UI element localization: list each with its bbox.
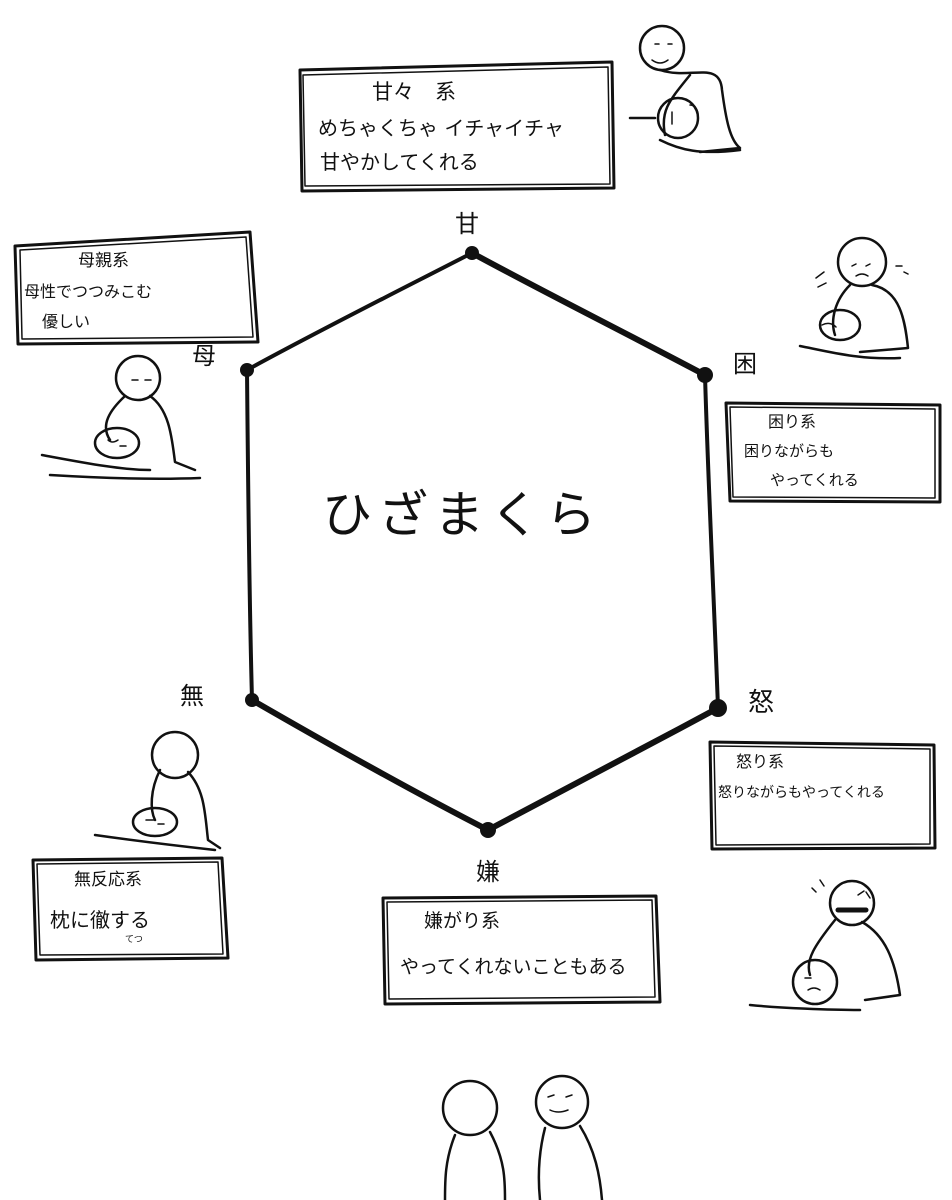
box-komari-line1: 困りながらも bbox=[744, 444, 834, 459]
figure-muhannou bbox=[95, 732, 220, 850]
box-komari-heading: 困り系 bbox=[768, 414, 816, 430]
figure-hahaoya bbox=[42, 356, 200, 479]
vertex-label-top: 甘 bbox=[455, 212, 479, 236]
figure-bottom-pair bbox=[443, 1076, 602, 1200]
figure-amaama bbox=[630, 26, 740, 152]
box-hahaoya-heading: 母親系 bbox=[78, 253, 129, 270]
box-hahaoya-line1: 母性でつつみこむ bbox=[24, 284, 152, 300]
figure-ikari bbox=[750, 880, 900, 1010]
box-amaama-heading: 甘々 系 bbox=[372, 82, 456, 103]
box-hahaoya-line2: 優しい bbox=[42, 314, 90, 330]
vertex-label-upper-right: 困 bbox=[733, 352, 757, 376]
box-iyagari-heading: 嫌がり系 bbox=[424, 912, 500, 931]
box-iyagari-line1: やってくれないこともある bbox=[400, 958, 626, 977]
box-ikari-line1: 怒りながらもやってくれる bbox=[718, 786, 885, 800]
box-muhannou-heading: 無反応系 bbox=[74, 872, 142, 889]
vertex-label-lower-left: 無 bbox=[180, 684, 204, 708]
box-komari-line2: やってくれる bbox=[770, 473, 859, 488]
page-title: ひざまくら bbox=[322, 490, 602, 540]
box-amaama-line2: 甘やかしてくれる bbox=[320, 152, 479, 172]
box-ikari-heading: 怒り系 bbox=[736, 754, 784, 770]
vertex-label-bottom: 嫌 bbox=[476, 860, 500, 884]
box-muhannou-furigana: てつ bbox=[125, 936, 143, 945]
box-amaama-line1: めちゃくちゃ イチャイチャ bbox=[318, 118, 564, 138]
vertex-label-upper-left: 母 bbox=[192, 344, 216, 368]
figure-komari bbox=[800, 238, 908, 358]
box-muhannou-line1: 枕に徹する bbox=[50, 910, 150, 930]
vertex-label-lower-right: 怒 bbox=[748, 690, 774, 716]
